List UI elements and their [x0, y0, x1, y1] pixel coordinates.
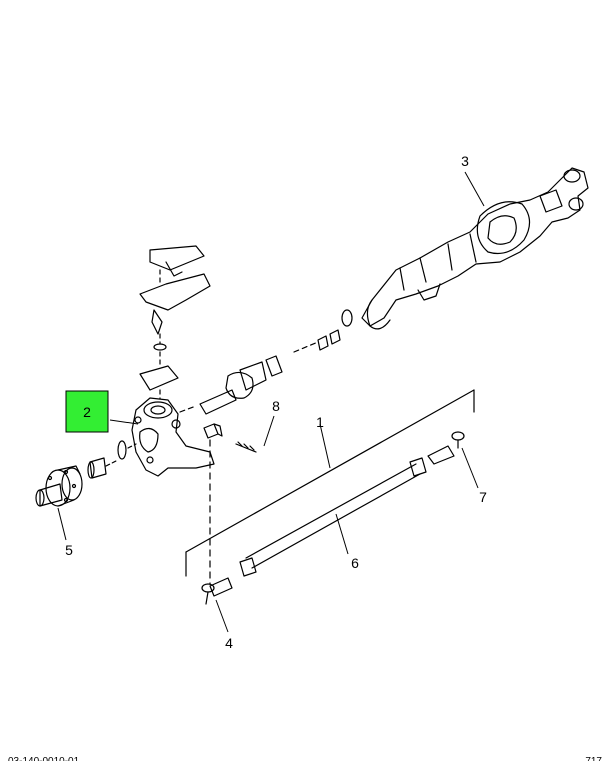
sheet-number: 717: [585, 756, 602, 761]
wheel-hub: [35, 465, 83, 507]
leader-lines: [57, 171, 485, 633]
callout-7-label[interactable]: 7: [479, 489, 487, 505]
castle-nut: [203, 423, 223, 439]
callout-6-label[interactable]: 6: [351, 555, 359, 571]
tie-rod-bracket: [185, 389, 475, 577]
drawing-number: 03-140-0010-01: [8, 756, 79, 761]
steering-arm-plates: [139, 245, 211, 401]
cotter-pin: [235, 441, 257, 453]
tie-rod-tube: [239, 457, 427, 577]
tie-rod-end-right: [427, 431, 465, 465]
spacer-bushing: [87, 457, 107, 479]
axle-beam: [361, 167, 589, 330]
callout-1-label[interactable]: 1: [316, 414, 324, 430]
callout-2-label[interactable]: 2: [83, 404, 91, 420]
tie-rod-end-left: [201, 577, 233, 605]
kingpin-assembly: [179, 329, 341, 415]
seal-ring: [117, 440, 127, 460]
callout-8-label[interactable]: 8: [272, 398, 280, 414]
steering-knuckle: [131, 397, 215, 477]
callout-4-label[interactable]: 4: [225, 635, 233, 651]
callout-2-highlight-box[interactable]: [65, 390, 109, 433]
callout-5-label[interactable]: 5: [65, 542, 73, 558]
snap-ring: [341, 309, 353, 327]
callout-3-label[interactable]: 3: [461, 153, 469, 169]
